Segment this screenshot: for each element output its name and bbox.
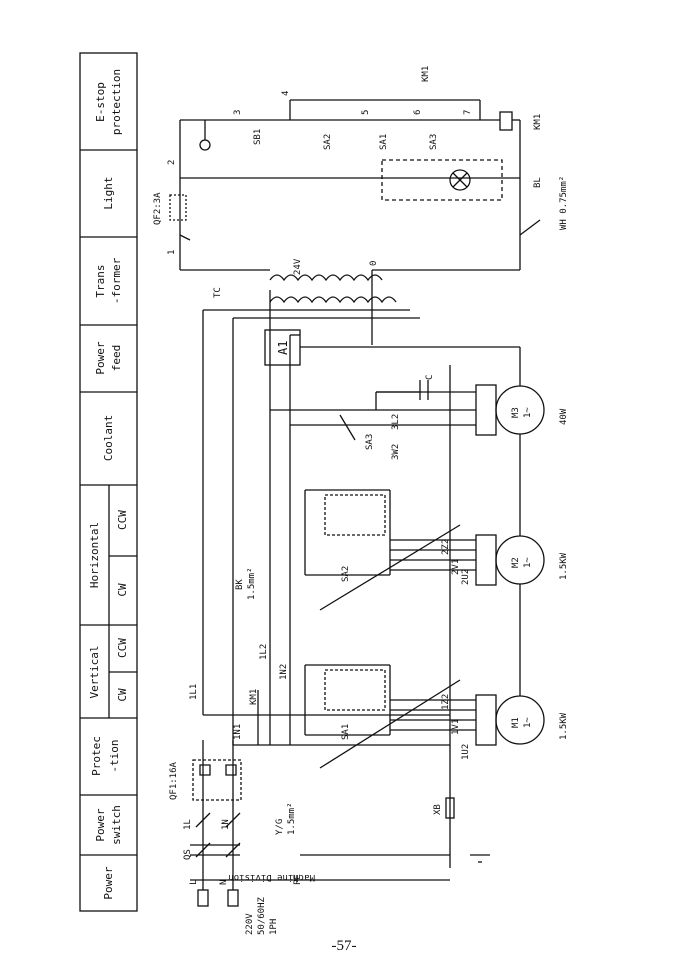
supply-frequency: 50/60HZ: [257, 896, 267, 935]
node-4: 4: [281, 91, 291, 96]
label-BL: BL: [533, 177, 543, 188]
label-C: C: [425, 375, 435, 380]
label-24V: 24V: [293, 258, 303, 275]
label-A1: A1: [276, 341, 290, 355]
col-vertical-cw: CW: [116, 688, 129, 702]
col-power-switch-1: Power: [94, 808, 107, 841]
motor-m1-name: M1: [511, 717, 521, 728]
column-labels: Power Power switch Protec -tion Vertical…: [88, 69, 129, 900]
col-protection-1: Protec: [90, 736, 103, 776]
col-horizontal-ccw: CCW: [116, 510, 129, 530]
node-3: 3: [233, 110, 243, 115]
node-6: 6: [413, 110, 423, 115]
motor-m2-rating: 1.5KW: [559, 552, 569, 580]
supply-N: N: [219, 880, 229, 885]
label-ctrl-SA1: SA1: [379, 134, 389, 150]
col-power-feed-1: Power: [94, 341, 107, 374]
term-1U2: 1U2: [461, 744, 471, 760]
supply-PE: PE: [293, 874, 303, 885]
label-1L1: 1L1: [189, 684, 199, 700]
term-2U2: 2U2: [461, 569, 471, 585]
label-1L: 1L: [183, 819, 193, 830]
col-transformer-1: Trans: [94, 264, 107, 297]
term-1V1: 1V1: [451, 719, 461, 735]
label-WH: WH 0.75mm²: [559, 176, 569, 230]
term-3L2: 3L2: [391, 414, 401, 430]
label-ctrl-SA2: SA2: [323, 134, 333, 150]
label-KM1-top: KM1: [421, 66, 431, 82]
col-power-switch-2: switch: [110, 805, 123, 845]
term-2Z2: 2Z2: [441, 539, 451, 555]
col-vertical-ccw: CCW: [116, 638, 129, 658]
motor-m2-name: M2: [511, 557, 521, 568]
label-SB1: SB1: [253, 129, 263, 145]
label-SA2: SA2: [341, 566, 351, 582]
label-QF2: QF2:3A: [153, 192, 163, 225]
label-ctrl-SA3: SA3: [429, 134, 439, 150]
label-XB: XB: [433, 804, 443, 815]
col-protection-2: -tion: [108, 739, 121, 772]
label-YG-size: 1.5mm²: [287, 802, 297, 835]
label-BK-size: 1.5mm²: [247, 567, 257, 600]
col-vertical: Vertical: [88, 646, 101, 699]
label-SA3: SA3: [365, 434, 375, 450]
label-1N1: 1N1: [233, 724, 243, 740]
motor-m1-rating: 1.5KW: [559, 712, 569, 740]
label-SA1: SA1: [341, 724, 351, 740]
motor-m3-name: M3: [511, 407, 521, 418]
node-1: 1: [167, 250, 177, 255]
supply-phase: 1PH: [269, 919, 279, 935]
term-2V1: 2V1: [451, 559, 461, 575]
col-estop-1: E-stop: [94, 82, 107, 122]
col-coolant: Coolant: [102, 415, 115, 461]
motor-m1-sub: 1~: [523, 717, 533, 728]
label-QS: QS: [183, 849, 193, 860]
label-1L2: 1L2: [259, 644, 269, 660]
motor-m3-rating: 40W: [559, 408, 569, 425]
label-KM1-coil: KM1: [533, 114, 543, 130]
motor-m3-sub: 1~: [523, 407, 533, 418]
term-3W2: 3W2: [391, 444, 401, 460]
motor-m2-sub: 1~: [523, 557, 533, 568]
label-0: 0: [369, 261, 379, 266]
label-1N2: 1N2: [279, 664, 289, 680]
label-BK: BK: [235, 579, 245, 590]
supply-voltage: 220V: [245, 913, 255, 935]
supply-L: L: [189, 880, 199, 885]
col-light: Light: [102, 176, 115, 209]
node-5: 5: [361, 110, 371, 115]
col-horizontal-cw: CW: [116, 583, 129, 597]
col-transformer-2: -former: [110, 257, 123, 304]
page-number: -57-: [331, 938, 357, 954]
col-power-feed-2: feed: [110, 345, 123, 372]
label-KM1-main: KM1: [249, 689, 259, 705]
label-1N: 1N: [221, 819, 231, 830]
term-1Z2: 1Z2: [441, 694, 451, 710]
column-table: [79, 52, 138, 912]
label-TC: TC: [213, 287, 223, 298]
label-QF1: QF1:16A: [169, 761, 179, 800]
col-horizontal: Horizontal: [88, 522, 101, 588]
node-2: 2: [167, 160, 177, 165]
col-estop-2: protection: [110, 69, 123, 135]
label-YG: Y/G: [275, 819, 285, 835]
col-power: Power: [102, 866, 115, 899]
diagram-labels: 220V 50/60HZ 1PH L N PE Machine Division…: [153, 66, 569, 935]
machine-division: Machine Division: [228, 872, 315, 882]
node-7: 7: [463, 110, 473, 115]
